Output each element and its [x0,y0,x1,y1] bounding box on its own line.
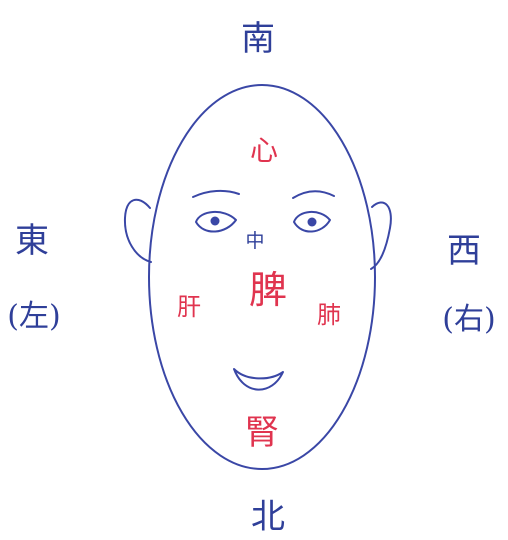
left-ear [123,198,152,263]
head-outline [148,84,376,470]
left-eyebrow [192,189,240,198]
left-pupil [210,216,220,226]
direction-south-label: 南 [241,19,275,59]
organ-liver-label: 肝 [177,293,201,321]
center-label: 中 [245,230,264,252]
direction-east-label: 東 [15,221,49,261]
direction-north-label: 北 [251,497,285,537]
organ-heart-label: 心 [250,134,278,167]
direction-west-label: 西 [447,231,481,271]
organ-spleen-label: 脾 [249,268,287,312]
right-eyebrow [292,190,335,199]
mouth [233,368,284,391]
organ-lung-label: 肺 [317,301,341,329]
organ-kidney-label: 腎 [245,413,279,453]
direction-west-paren-label: (右) [442,302,495,337]
right-ear [370,201,392,270]
direction-east-paren-label: (左) [7,299,60,334]
right-pupil [307,217,317,227]
right-eye [293,211,331,233]
left-eye [195,211,237,233]
